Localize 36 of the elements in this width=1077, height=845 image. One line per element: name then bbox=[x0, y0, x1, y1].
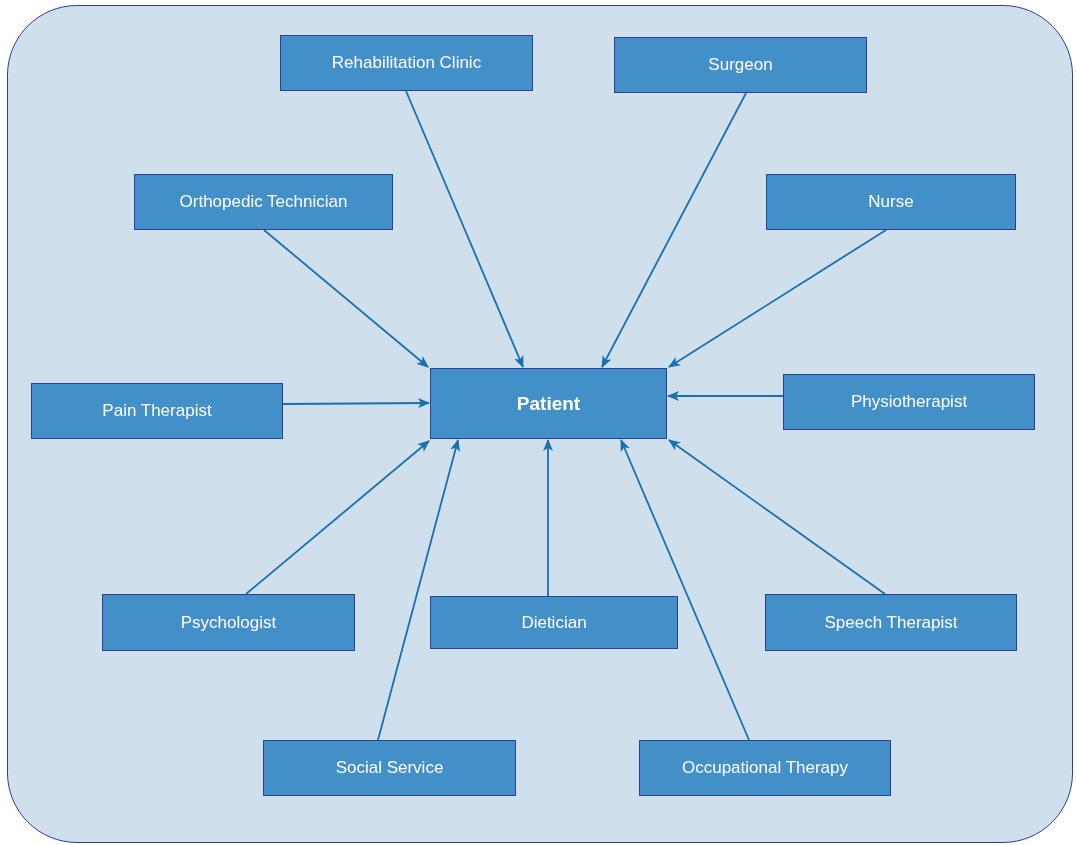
arrow bbox=[601, 92, 747, 368]
role-label: Psychologist bbox=[180, 612, 277, 633]
arrow bbox=[668, 229, 887, 368]
arrow bbox=[245, 440, 430, 595]
role-box bbox=[263, 740, 516, 796]
role-box bbox=[765, 594, 1017, 651]
arrow bbox=[620, 439, 750, 741]
role-box bbox=[430, 368, 667, 439]
role-box bbox=[766, 174, 1016, 230]
rounded-panel bbox=[7, 5, 1073, 843]
role-label: Nurse bbox=[868, 192, 914, 212]
role-box bbox=[134, 174, 393, 230]
role-box bbox=[280, 35, 533, 91]
role-box bbox=[783, 374, 1035, 430]
role-label: Surgeon bbox=[708, 55, 773, 75]
arrow bbox=[668, 439, 886, 595]
arrow bbox=[667, 391, 784, 401]
arrow bbox=[263, 229, 429, 368]
role-box bbox=[31, 383, 283, 439]
arrow bbox=[543, 439, 553, 597]
role-box bbox=[102, 594, 355, 651]
arrow bbox=[377, 439, 460, 741]
role-label: Social Service bbox=[335, 758, 444, 778]
role-box bbox=[639, 740, 891, 796]
role-label: Orthopedic Technician bbox=[179, 192, 348, 212]
arrow bbox=[405, 90, 524, 368]
role-box bbox=[614, 37, 867, 93]
role-label: Pain Therapist bbox=[102, 401, 212, 421]
center-label: Patient bbox=[516, 392, 581, 415]
role-label: Speech Therapist bbox=[824, 612, 958, 633]
role-label: Occupational Therapy bbox=[682, 758, 848, 778]
role-label: Dietician bbox=[521, 612, 587, 633]
role-label: Rehabilitation Clinic bbox=[331, 53, 482, 73]
role-box bbox=[430, 596, 678, 649]
role-label: Physiotherapist bbox=[850, 392, 968, 412]
arrow bbox=[282, 398, 430, 409]
